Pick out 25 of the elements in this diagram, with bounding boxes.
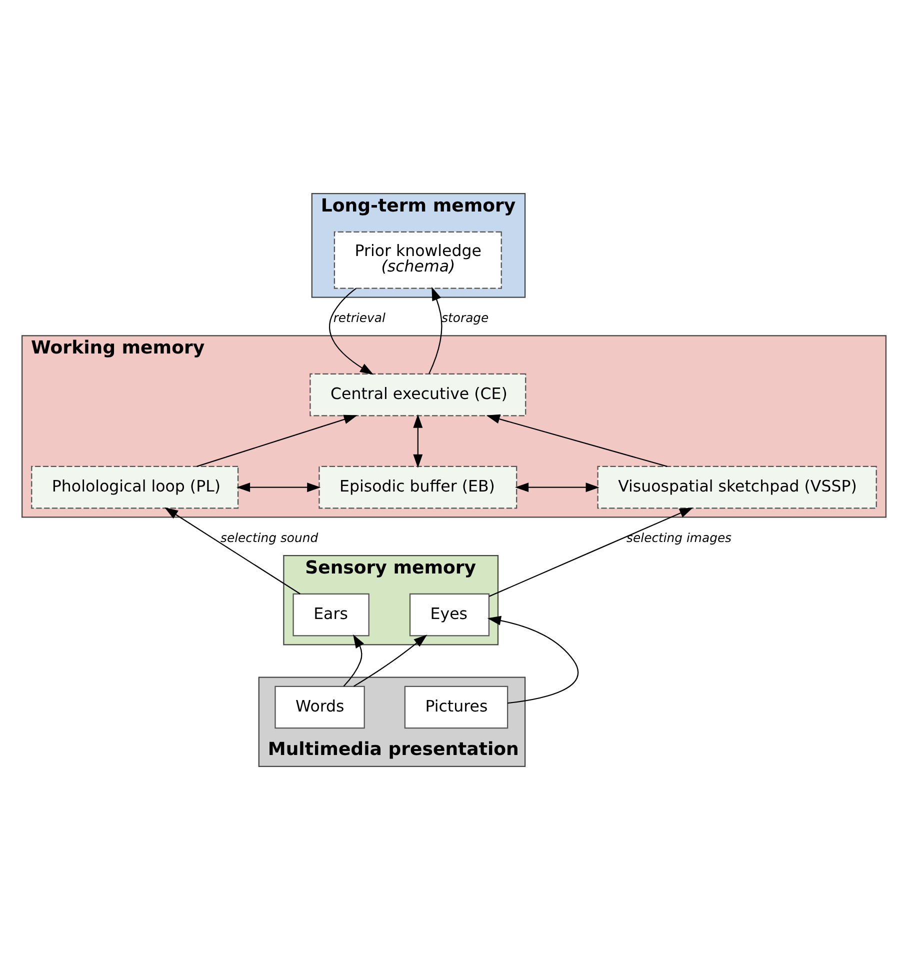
edge-label: selecting sound [220,529,318,544]
arrow [164,506,300,594]
node-box: Prior knowledge (schema) [334,230,502,288]
node-box: Eyes [409,592,490,636]
node-box: Visuospatial sketchpad (VSSP) [597,465,877,508]
edge-label: selecting images [626,529,732,544]
arrow [515,482,600,492]
arrow [487,615,579,704]
node-box: Episodic buffer (EB) [318,465,518,508]
arrow [353,634,428,686]
node-box: Pholological loop (PL) [31,465,239,508]
arrow [236,482,321,492]
arrow [489,507,694,596]
node-box: Pictures [404,685,508,728]
arrow [413,414,423,468]
arrow [196,414,358,466]
arrow [428,286,442,374]
edge-label: retrieval [333,309,386,324]
node-box: Words [274,685,365,728]
edge-label: storage [442,309,489,324]
node-box: Ears [292,592,370,636]
arrow [343,634,364,686]
arrow [486,414,668,466]
arrow [329,287,374,374]
node-box: Central executive (CE) [310,372,526,416]
